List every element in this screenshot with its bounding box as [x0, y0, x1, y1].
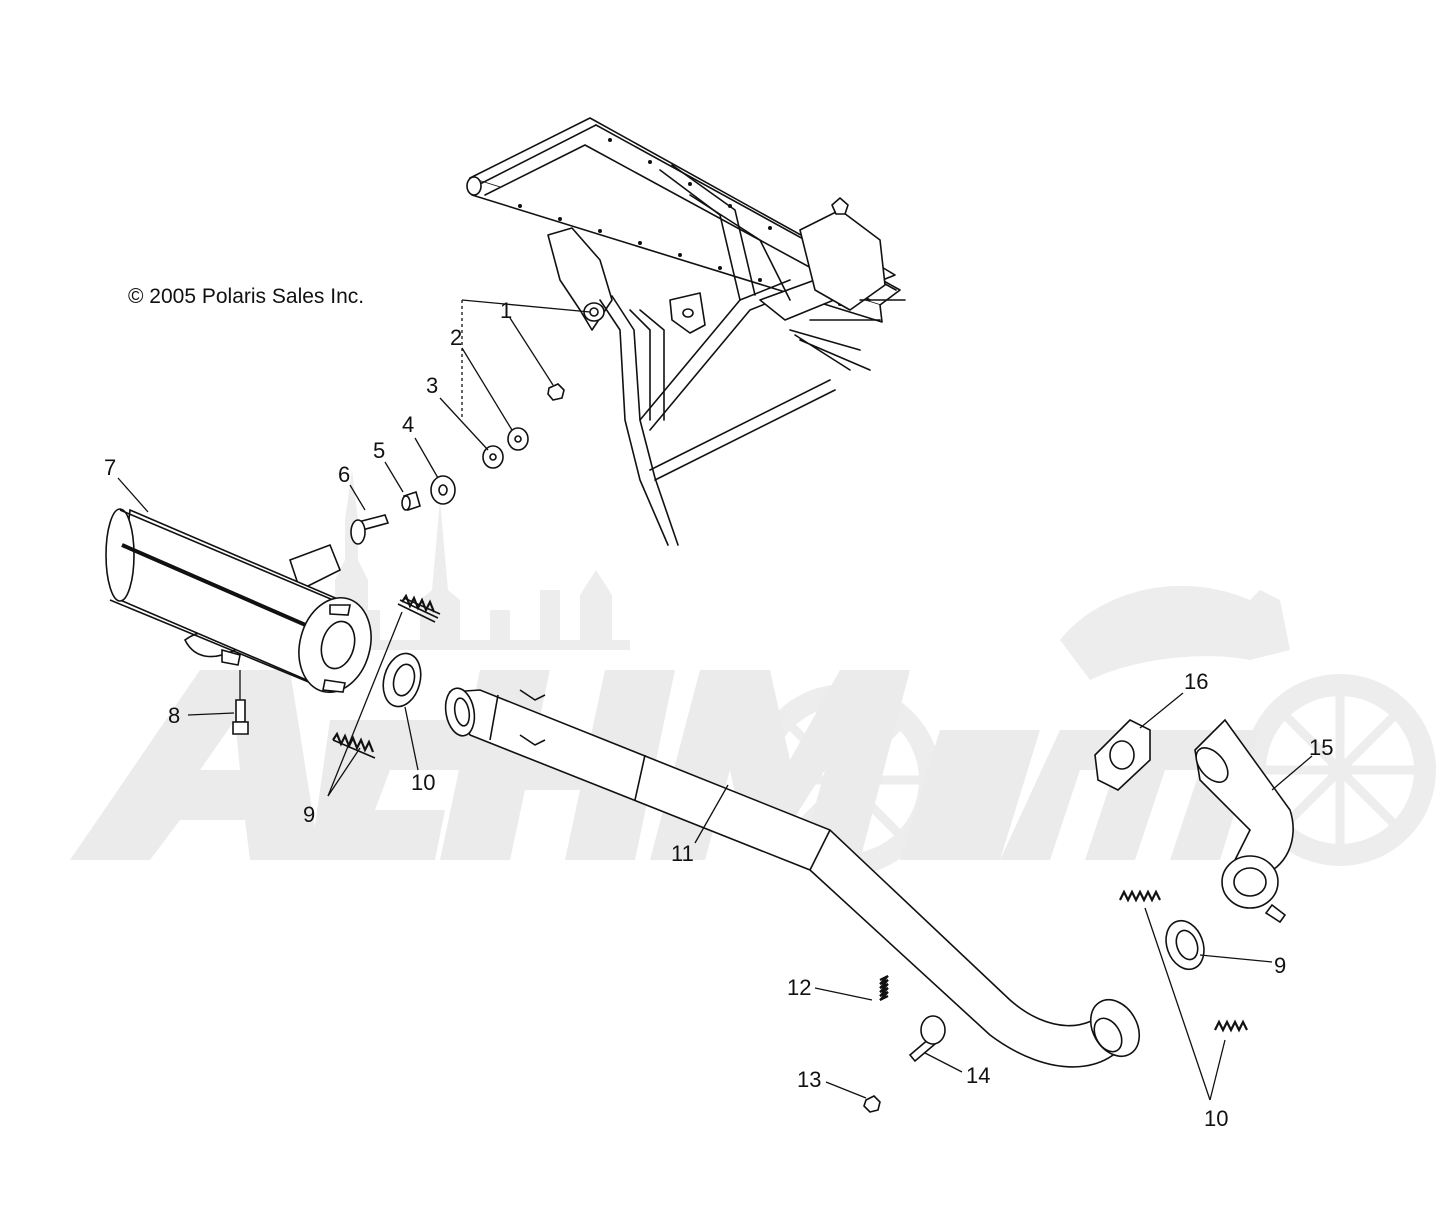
callout-14: 14 — [966, 1063, 990, 1088]
callout-labels: 1 2 3 4 5 6 7 8 9 10 11 12 13 14 15 16 9… — [104, 298, 1333, 1131]
callout-9: 9 — [303, 802, 315, 827]
callout-10: 10 — [411, 770, 435, 795]
spring-part-9-upper — [397, 593, 441, 623]
callout-6: 6 — [338, 462, 350, 487]
leader-lines — [117, 299, 1313, 1101]
bolt-part-8 — [235, 699, 246, 723]
callout-16: 16 — [1184, 669, 1208, 694]
callout-7: 7 — [104, 455, 116, 480]
callout-12: 12 — [787, 975, 811, 1000]
frame-assembly — [466, 117, 906, 546]
callout-15: 15 — [1309, 735, 1333, 760]
muffler-part-7 — [105, 508, 372, 694]
spring-part-12 — [879, 975, 889, 1001]
spring-part-9-right-upper — [1119, 889, 1161, 903]
callout-4: 4 — [402, 412, 414, 437]
callout-8: 8 — [168, 703, 180, 728]
spring-part-9-right-lower — [1214, 1019, 1248, 1033]
hardware-parts — [232, 383, 1294, 1113]
callout-13: 13 — [797, 1067, 821, 1092]
callout-9-right: 10 — [1204, 1106, 1228, 1131]
callout-3: 3 — [426, 373, 438, 398]
callout-2: 2 — [450, 325, 462, 350]
head-pipe-part-11 — [444, 687, 1141, 1068]
nut-part-1 — [547, 383, 565, 401]
callout-5: 5 — [373, 438, 385, 463]
callout-10-right: 9 — [1274, 953, 1286, 978]
nut-part-13 — [863, 1095, 881, 1113]
spring-part-9-lower — [332, 731, 376, 759]
copyright-notice: © 2005 Polaris Sales Inc. — [128, 285, 365, 308]
elbow-part-15 — [1194, 718, 1294, 924]
callout-1: 1 — [500, 298, 512, 323]
callout-11: 11 — [671, 841, 694, 866]
